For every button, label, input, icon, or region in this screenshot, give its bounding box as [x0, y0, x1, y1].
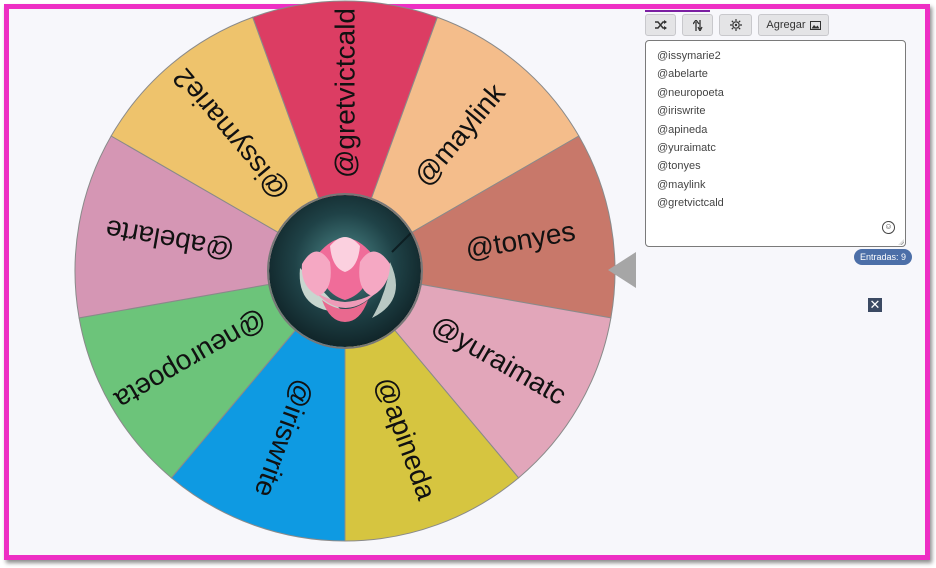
gear-icon	[729, 19, 742, 31]
entry-line: @apineda	[657, 123, 708, 136]
emoji-icon[interactable]: ☺	[882, 221, 895, 234]
wheel-segment-label: @gretvictcald	[330, 8, 361, 178]
wheel-center-image[interactable]	[269, 195, 421, 347]
entries-count-badge: Entradas: 9	[854, 249, 913, 265]
wheel-segment[interactable]	[252, 0, 438, 273]
wheel-segment[interactable]	[344, 16, 580, 273]
entries-textarea[interactable]: @issymarie2 @abelarte @neuropoeta @irisw…	[645, 40, 906, 247]
settings-button[interactable]	[719, 14, 752, 36]
shuffle-button[interactable]	[645, 14, 676, 36]
entry-line: @abelarte	[657, 68, 708, 81]
shuffle-icon	[654, 20, 667, 30]
image-icon	[809, 20, 821, 30]
wheel-segment[interactable]	[344, 269, 520, 542]
close-button[interactable]: ✕	[868, 297, 882, 312]
add-image-label: Agregar	[766, 19, 806, 31]
resize-handle[interactable]	[898, 239, 904, 245]
sort-button[interactable]	[682, 14, 713, 36]
entry-line: @neuropoeta	[657, 86, 724, 99]
entry-line: @gretvictcald	[657, 197, 724, 210]
entry-line: @tonyes	[657, 160, 701, 173]
sort-icon	[692, 19, 703, 31]
entries-list: @issymarie2 @abelarte @neuropoeta @irisw…	[646, 41, 905, 213]
wheel-segment[interactable]	[343, 270, 612, 479]
entry-line: @yuraimatc	[657, 141, 716, 154]
wheel-segment[interactable]	[170, 269, 346, 542]
entry-line: @maylink	[657, 178, 706, 191]
toolbar-accent-line	[645, 10, 710, 12]
toolbar: Agregar	[645, 14, 829, 36]
add-image-button[interactable]: Agregar	[758, 14, 829, 36]
entry-line: @issymarie2	[657, 50, 721, 62]
wheel-segment[interactable]	[110, 16, 346, 273]
wheel-pointer	[608, 252, 636, 288]
wheel-segment[interactable]	[78, 270, 347, 479]
entry-line: @iriswrite	[657, 105, 706, 118]
